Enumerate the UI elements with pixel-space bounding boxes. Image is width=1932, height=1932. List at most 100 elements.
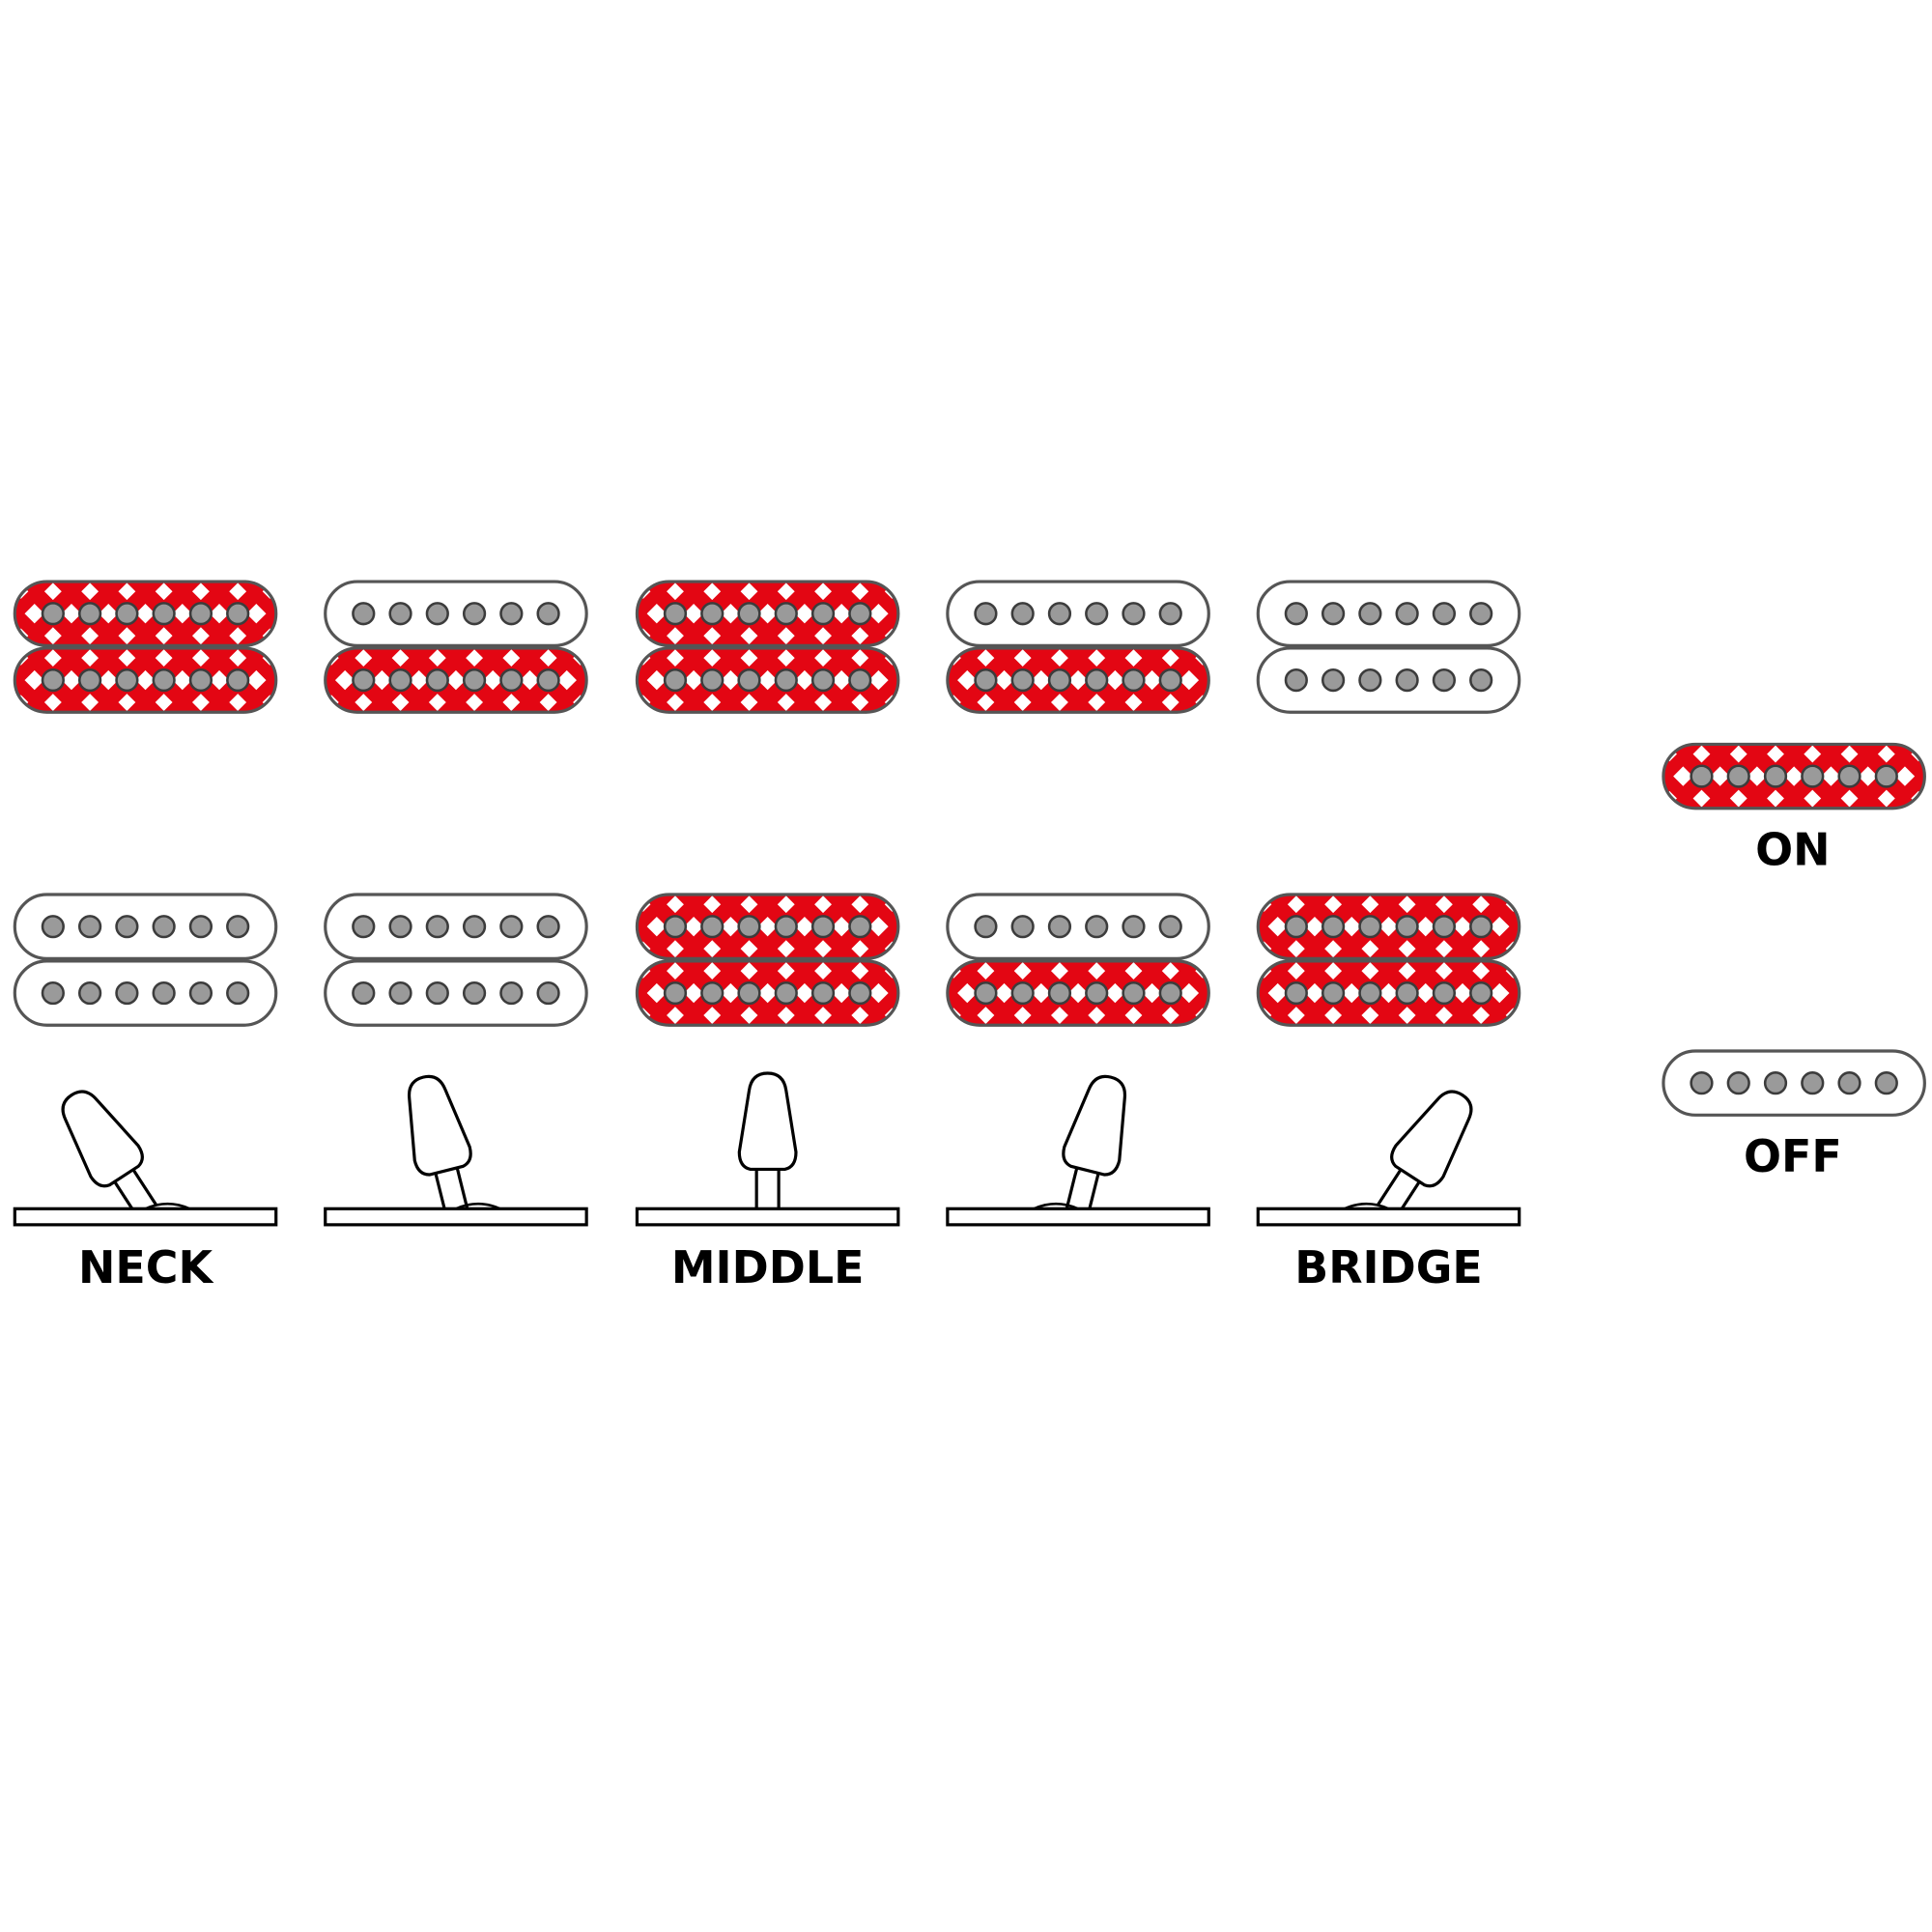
- diamond: [703, 962, 722, 980]
- diamond: [43, 649, 62, 668]
- diamond: [814, 940, 832, 958]
- diamond: [977, 962, 995, 980]
- pole-piece: [774, 915, 798, 939]
- diamond: [1361, 895, 1379, 914]
- diamond: [740, 627, 758, 645]
- diamond: [777, 627, 795, 645]
- pole-piece: [1358, 668, 1382, 693]
- pickup-body: [14, 960, 276, 1026]
- diamond: [1472, 940, 1491, 958]
- diamond: [851, 940, 869, 958]
- diamond: [1472, 895, 1491, 914]
- diamond: [646, 916, 668, 937]
- diamond: [1821, 766, 1841, 786]
- diamond: [740, 962, 758, 980]
- lower-pickup-coil-a-off: [946, 893, 1210, 960]
- pole-piece: [974, 668, 998, 693]
- diamond: [906, 670, 925, 690]
- pole-piece: [1010, 602, 1035, 626]
- pole-piece: [1801, 764, 1825, 788]
- diamond: [428, 694, 446, 711]
- switch-plate: [324, 1207, 588, 1227]
- pole-piece: [737, 980, 761, 1006]
- pole-piece: [700, 915, 724, 939]
- pickup-outline: [635, 893, 900, 960]
- pickup-outline: [324, 646, 588, 714]
- diamond: [683, 669, 704, 691]
- diamond-pattern: [637, 895, 898, 958]
- pole-piece: [152, 915, 176, 939]
- pole-piece: [700, 668, 724, 693]
- diamond: [81, 582, 99, 601]
- pickup-body: [947, 582, 1209, 646]
- diamond-pattern: [1258, 895, 1546, 958]
- pole-piece: [1469, 668, 1493, 693]
- pickup-outline: [324, 959, 588, 1027]
- pole-piece: [774, 602, 798, 626]
- pole-piece: [1690, 764, 1714, 788]
- pickup-outline: [946, 580, 1210, 647]
- pole-piece: [1321, 602, 1346, 626]
- pole-piece: [1358, 980, 1382, 1006]
- diamond: [777, 895, 795, 914]
- pole-piece: [41, 980, 65, 1006]
- diamond: [1840, 745, 1859, 763]
- pole-piece: [1469, 915, 1493, 939]
- diamond: [740, 940, 758, 958]
- pole-piece: [499, 915, 524, 939]
- diamond: [81, 627, 99, 645]
- pickup-outline: [1662, 1049, 1926, 1117]
- pole-piece: [1469, 602, 1493, 626]
- diamond: [229, 649, 247, 668]
- diamond: [1287, 940, 1305, 958]
- upper-pickup-coil-b-on: [635, 646, 925, 714]
- pickup-outline: [13, 646, 278, 714]
- diamond: [740, 694, 758, 711]
- lower-pickup-coil-a-off: [324, 893, 588, 960]
- diamond: [757, 916, 778, 937]
- pole-piece: [226, 602, 250, 626]
- diamond: [831, 982, 852, 1004]
- diamond: [851, 627, 869, 645]
- diamond: [99, 669, 119, 691]
- diamond: [1526, 983, 1546, 1003]
- lever-knob: [1062, 1074, 1127, 1177]
- pole-piece: [700, 980, 724, 1006]
- pole-piece: [810, 980, 836, 1006]
- diamond: [977, 649, 995, 668]
- diamond: [1142, 669, 1162, 691]
- position-label: BRIDGE: [1294, 1241, 1483, 1293]
- diamond: [868, 916, 889, 937]
- pole-piece: [1010, 915, 1035, 939]
- pickup-outline: [946, 646, 1210, 714]
- diamond: [683, 982, 704, 1004]
- pole-piece: [848, 915, 872, 939]
- diamond: [1124, 694, 1143, 711]
- pole-piece: [1085, 980, 1109, 1006]
- pole-piece: [1837, 1071, 1861, 1095]
- diamond: [794, 916, 815, 937]
- diamond: [1804, 789, 1822, 808]
- pickup-outline: [13, 893, 278, 960]
- upper-pickup-coil-a-on: [13, 580, 278, 647]
- diamond: [721, 669, 741, 691]
- diamond: [1526, 917, 1546, 936]
- diamond: [906, 983, 925, 1003]
- diamond: [740, 1007, 758, 1024]
- pole-piece: [462, 602, 487, 626]
- lower-pickup-coil-a-off: [13, 893, 278, 960]
- diamond: [1361, 1007, 1379, 1024]
- lever: [61, 1090, 157, 1218]
- diamond: [868, 669, 889, 691]
- pickup-outline: [635, 959, 900, 1027]
- diamond: [957, 669, 978, 691]
- diamond: [1692, 745, 1711, 763]
- diamond: [466, 694, 483, 711]
- diamond: [556, 669, 577, 691]
- pole-piece: [1122, 915, 1146, 939]
- diamond: [1287, 895, 1305, 914]
- diamond: [1013, 694, 1032, 711]
- diamond: [191, 582, 210, 601]
- pickup-outline: [324, 893, 588, 960]
- pole-piece: [77, 668, 102, 693]
